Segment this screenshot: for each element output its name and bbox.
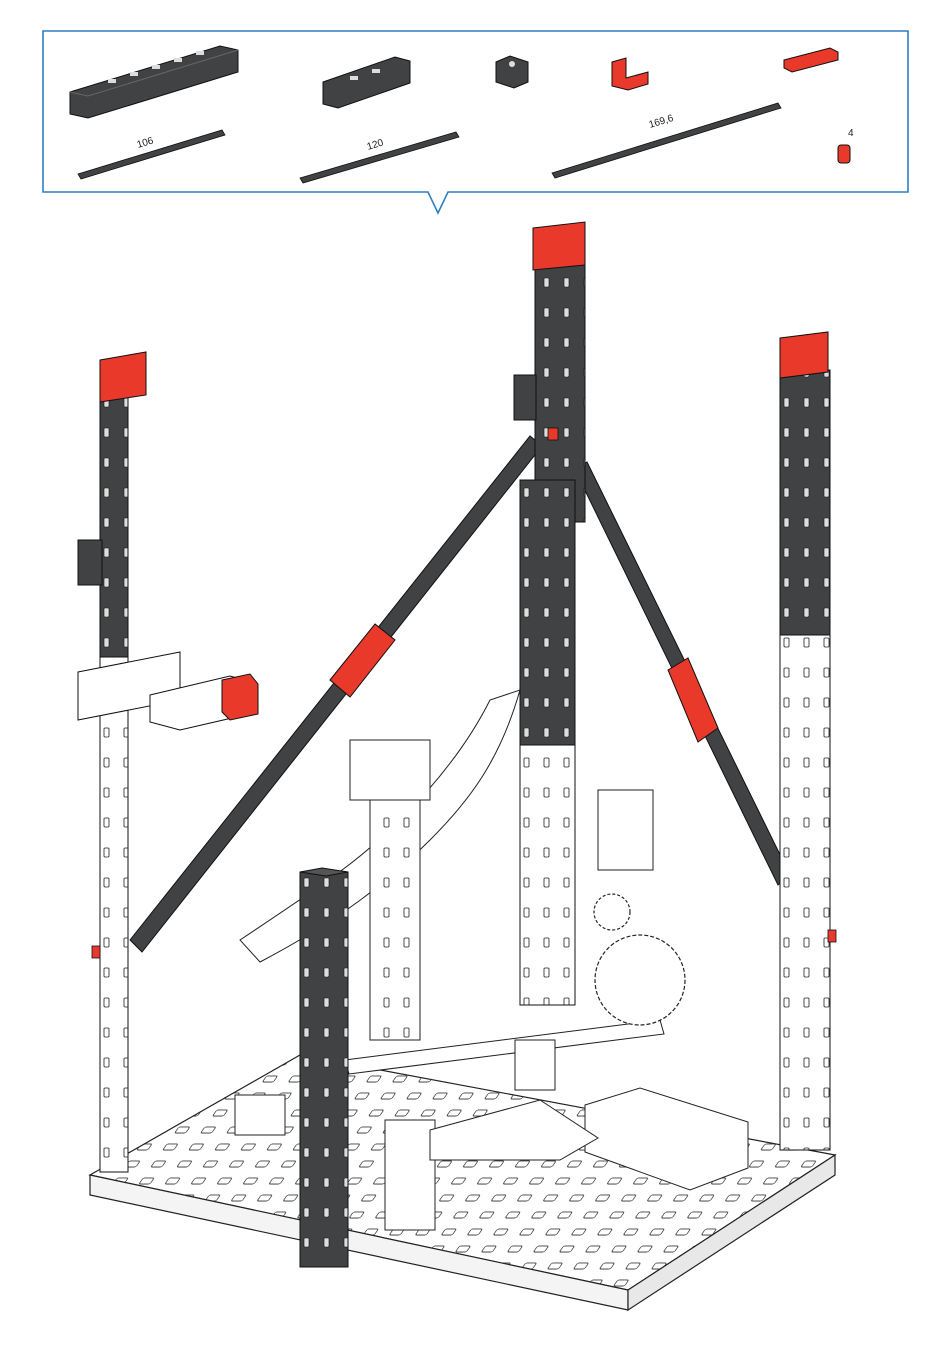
column-front-center (520, 480, 575, 1005)
gear-small (594, 894, 630, 930)
base-plate (90, 1055, 835, 1310)
column-left (78, 352, 258, 1172)
column-back-center (514, 222, 585, 522)
column-front-left (300, 868, 348, 1267)
parts-panel-border (43, 31, 908, 213)
gear-large (595, 935, 685, 1025)
quantity-label: 4 (848, 128, 854, 139)
dark-cube-part (496, 56, 528, 88)
column-right (780, 332, 836, 1150)
parts-panel: 106 120 169,6 4 (43, 31, 908, 213)
